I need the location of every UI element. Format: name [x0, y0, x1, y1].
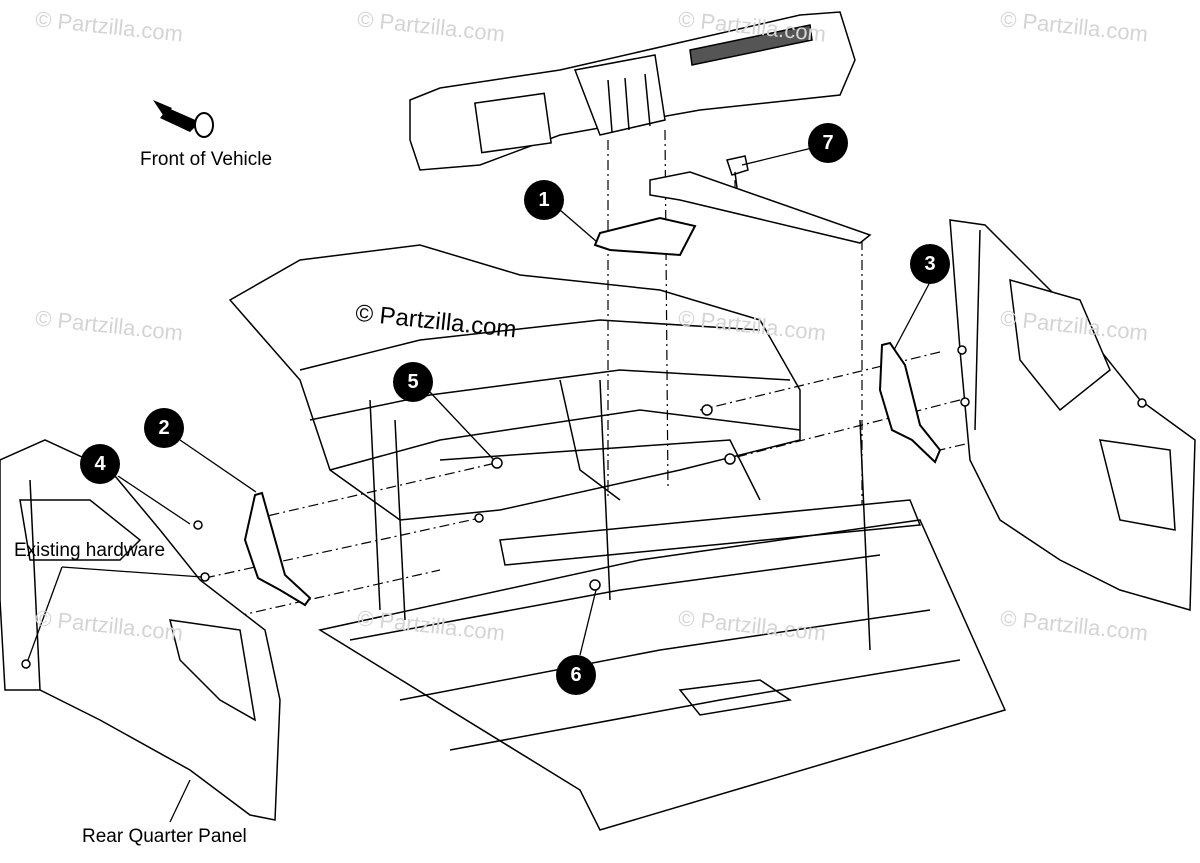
- existing-hardware-label: Existing hardware: [14, 540, 166, 561]
- bracket-1: [593, 216, 697, 257]
- callout-3: 3: [910, 244, 950, 284]
- callout-7: 7: [808, 123, 848, 163]
- callout-6: 6: [556, 655, 596, 695]
- front-of-vehicle-label: Front of Vehicle: [140, 149, 273, 170]
- callout-5: 5: [393, 362, 433, 402]
- front-arrow-icon: [153, 100, 214, 138]
- bracket-3: [878, 341, 942, 464]
- callout-1: 1: [524, 180, 564, 220]
- top-panel: [409, 11, 856, 171]
- rail-7: [649, 155, 872, 244]
- bracket-2: [243, 491, 312, 607]
- fasteners: [21, 345, 1147, 669]
- right-rear-quarter-panel: [949, 219, 1196, 611]
- callout-4: 4: [80, 444, 120, 484]
- main-frame: [228, 244, 1007, 831]
- callout-2: 2: [144, 408, 184, 448]
- left-rear-quarter-panel: [0, 439, 281, 821]
- leader-lines: [27, 147, 931, 823]
- rear-quarter-panel-label: Rear Quarter Panel: [82, 826, 247, 847]
